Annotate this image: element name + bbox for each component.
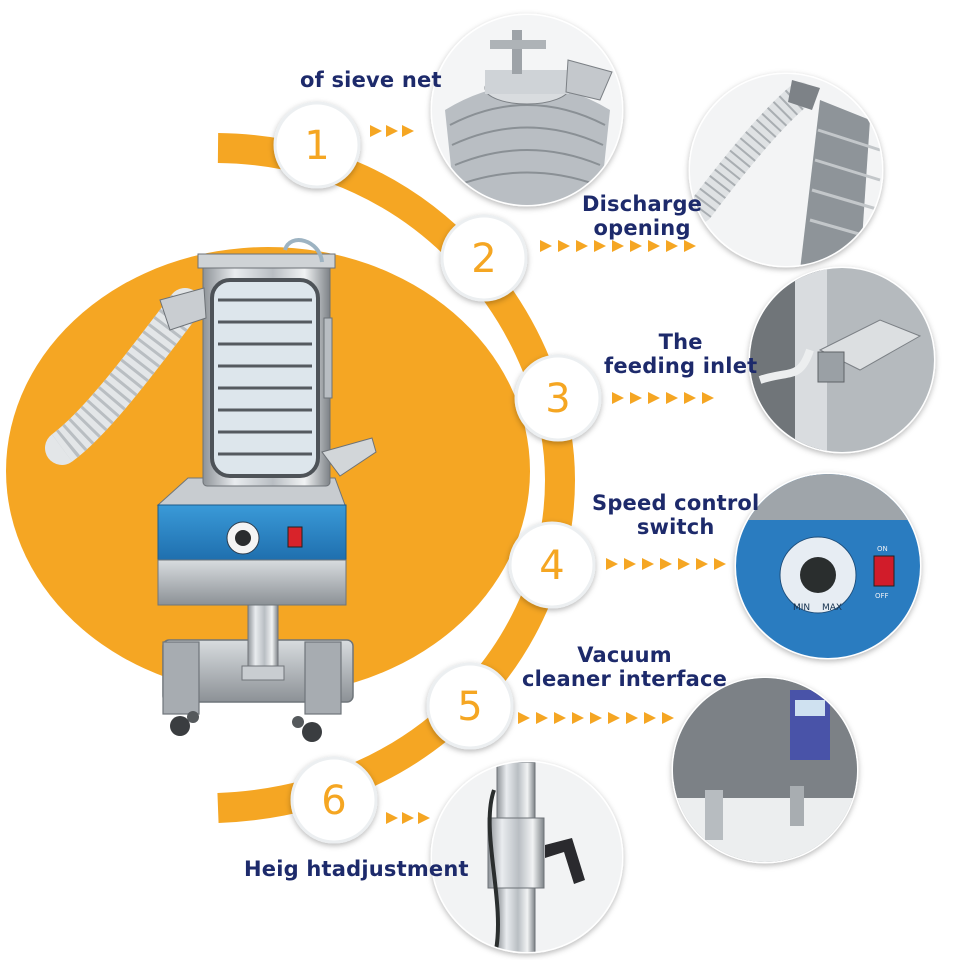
- arrow-2e: [612, 240, 624, 252]
- arrow-5f: [608, 712, 620, 724]
- arrow-5b: [536, 712, 548, 724]
- step-circle-2: 2: [440, 214, 528, 302]
- step-circle-6: 6: [290, 756, 378, 844]
- arrow-5c: [554, 712, 566, 724]
- max-label: MAX: [822, 603, 842, 613]
- arrow-2a: [540, 240, 552, 252]
- step-circle-5: 5: [426, 662, 514, 750]
- speed-control-switch-photo: MIN MAX ON OFF: [734, 472, 922, 660]
- arrow-2h: [666, 240, 678, 252]
- arrow-4f: [696, 558, 708, 570]
- arrow-4e: [678, 558, 690, 570]
- arrow-2i: [684, 240, 696, 252]
- step-number-1: 1: [304, 123, 329, 169]
- label-discharge-opening: Discharge opening: [582, 192, 702, 240]
- step-circle-4: 4: [508, 521, 596, 609]
- arrow-5i: [662, 712, 674, 724]
- step-number-6: 6: [321, 778, 346, 824]
- label-sieve-net: of sieve net: [300, 68, 442, 92]
- arrow-6b: [402, 812, 414, 824]
- label-2-line-2: opening: [593, 216, 691, 240]
- arrow-4b: [624, 558, 636, 570]
- off-label: OFF: [875, 592, 889, 600]
- arrow-6a: [386, 812, 398, 824]
- feeding-inlet-photo: [748, 266, 936, 454]
- label-height-adjustment: Heig htadjustment: [244, 857, 469, 881]
- arrow-5d: [572, 712, 584, 724]
- arrow-1c: [402, 125, 414, 137]
- arrow-3f: [702, 392, 714, 404]
- arrows: [370, 125, 726, 824]
- vacuum-interface-photo: [671, 676, 859, 864]
- sieve-machine-illustration: [45, 238, 377, 742]
- arrow-4c: [642, 558, 654, 570]
- step-circle-3: 3: [514, 354, 602, 442]
- arrow-5g: [626, 712, 638, 724]
- label-1-line-1: of sieve net: [300, 68, 442, 92]
- label-4-line-1: Speed control: [592, 491, 760, 515]
- on-label: ON: [877, 545, 888, 553]
- arrow-5h: [644, 712, 656, 724]
- label-feeding-inlet: The feeding inlet: [604, 330, 757, 378]
- arrow-3a: [612, 392, 624, 404]
- arrow-3e: [684, 392, 696, 404]
- step-number-4: 4: [539, 543, 564, 589]
- label-vacuum-interface: Vacuum cleaner interface: [522, 643, 727, 691]
- arrow-2g: [648, 240, 660, 252]
- label-5-line-2: cleaner interface: [522, 667, 728, 691]
- label-6-line-1: Heig htadjustment: [244, 857, 469, 881]
- arrow-5a: [518, 712, 530, 724]
- label-5-line-1: Vacuum: [577, 643, 672, 667]
- arrow-4g: [714, 558, 726, 570]
- label-speed-control-switch: Speed control switch: [592, 491, 759, 539]
- step-number-2: 2: [471, 236, 496, 282]
- arrow-5e: [590, 712, 602, 724]
- label-3-line-1: The: [658, 330, 703, 354]
- connector-arc: [217, 133, 576, 823]
- arrow-3d: [666, 392, 678, 404]
- sieve-net-photo: [430, 13, 624, 207]
- arrow-2c: [576, 240, 588, 252]
- arrow-1b: [386, 125, 398, 137]
- arrow-1a: [370, 125, 382, 137]
- label-4-line-2: switch: [636, 515, 715, 539]
- arrow-6c: [418, 812, 430, 824]
- arrow-2d: [594, 240, 606, 252]
- arrow-2b: [558, 240, 570, 252]
- arrow-3c: [648, 392, 660, 404]
- label-3-line-2: feeding inlet: [604, 354, 758, 378]
- arrow-3b: [630, 392, 642, 404]
- min-label: MIN: [793, 603, 810, 613]
- step-circle-1: 1: [273, 101, 361, 189]
- height-adjustment-photo: [430, 760, 624, 954]
- step-number-3: 3: [545, 376, 570, 422]
- arrow-4a: [606, 558, 618, 570]
- arrow-4d: [660, 558, 672, 570]
- step-number-5: 5: [457, 684, 482, 730]
- arrow-2f: [630, 240, 642, 252]
- label-2-line-1: Discharge: [582, 192, 703, 216]
- discharge-opening-photo: [688, 72, 884, 268]
